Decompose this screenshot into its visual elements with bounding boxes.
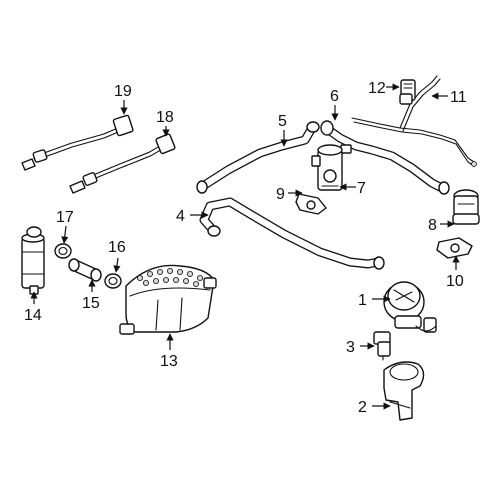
canister-14: [21, 226, 45, 295]
air-pump-1: [383, 281, 437, 333]
pipe-5: [196, 121, 320, 194]
charcoal-canister-13: [119, 264, 217, 335]
gasket-10: [436, 237, 473, 259]
callout-10: 10: [446, 273, 464, 290]
callout-9: 9: [276, 186, 285, 203]
air-valve-8: [452, 189, 480, 225]
callout-4: 4: [176, 208, 185, 225]
callout-7: 7: [357, 180, 366, 197]
oxygen-sensor-18: [69, 133, 176, 194]
callout-5: 5: [278, 113, 287, 130]
callout-18: 18: [156, 109, 174, 126]
callout-16: 16: [108, 239, 126, 256]
gasket-9: [295, 193, 327, 215]
bracket-2: [383, 361, 425, 421]
callout-17: 17: [56, 209, 74, 226]
egr-valve-7: [311, 144, 343, 191]
connector-12: [399, 79, 416, 105]
callout-8: 8: [428, 217, 437, 234]
pipe-4: [199, 197, 385, 270]
leader-16: [113, 257, 121, 273]
callout-15: 15: [82, 295, 100, 312]
callout-11: 11: [450, 89, 467, 106]
clamp-16: [104, 273, 122, 289]
callout-19: 19: [114, 83, 132, 100]
callout-6: 6: [330, 88, 339, 105]
callout-14: 14: [24, 307, 42, 324]
leader-17: [61, 225, 69, 244]
relay-3: [373, 331, 391, 361]
callout-1: 1: [358, 292, 367, 309]
oxygen-sensor-19: [21, 114, 134, 171]
clamp-17: [54, 243, 72, 259]
hose-fitting-15: [68, 258, 102, 282]
callout-3: 3: [346, 339, 355, 356]
callout-12: 12: [368, 80, 386, 97]
vacuum-line-11: [351, 75, 477, 167]
callout-13: 13: [160, 353, 178, 370]
callout-2: 2: [358, 399, 367, 416]
